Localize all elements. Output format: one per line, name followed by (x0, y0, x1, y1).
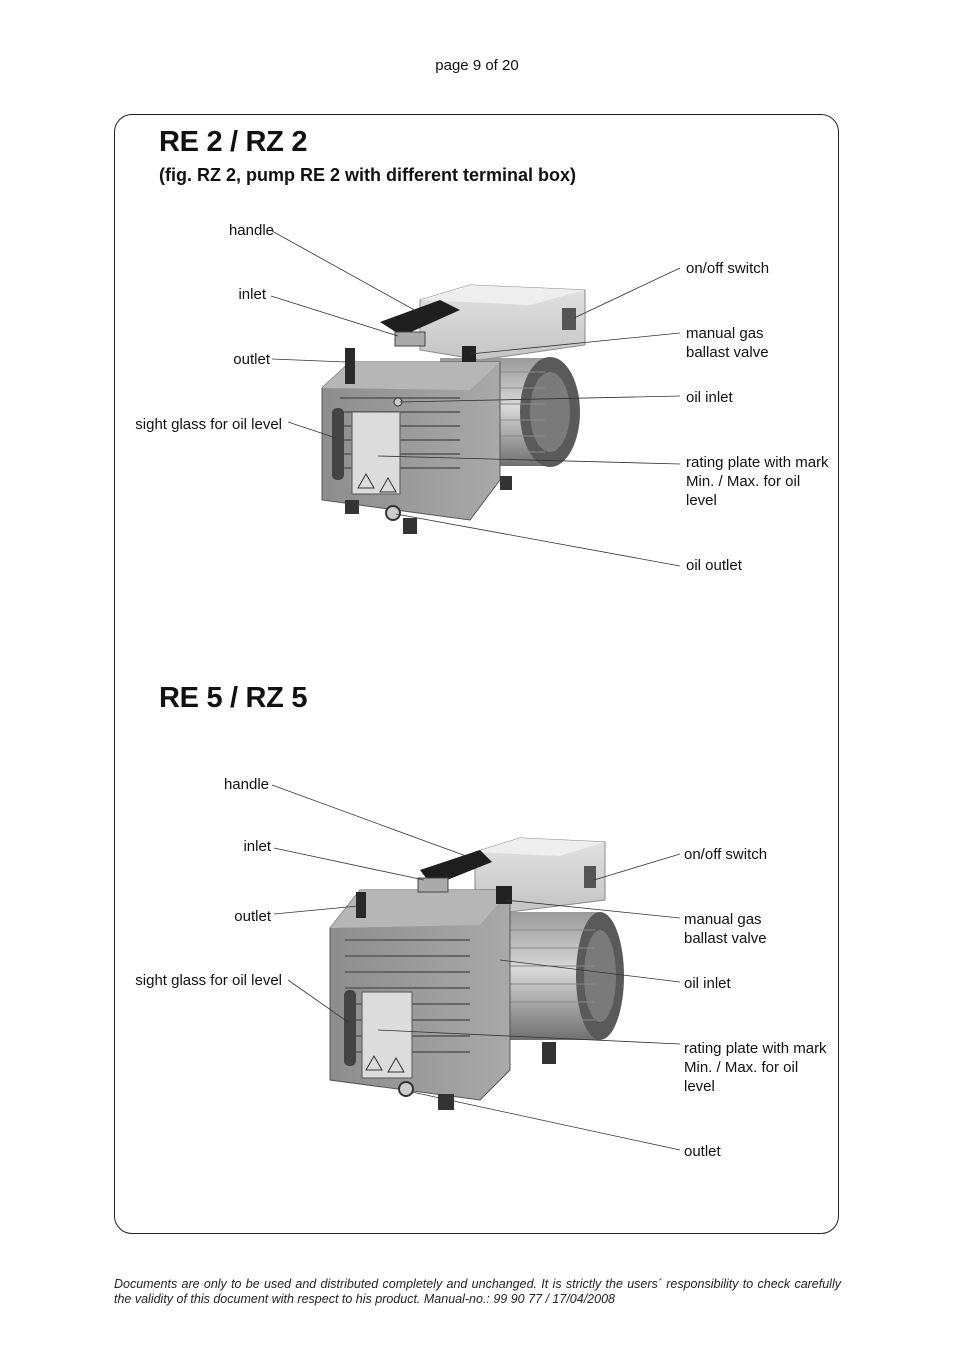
label-outlet: outlet (233, 351, 270, 368)
footer-notice: Documents are only to be used and distri… (114, 1277, 841, 1306)
label-inlet: inlet (238, 286, 266, 303)
label-rating-plate: rating plate with mark Min. / Max. for o… (686, 454, 829, 509)
label-oil-inlet: oil inlet (684, 975, 731, 992)
label-on-off-switch: on/off switch (686, 260, 770, 277)
page-number: page 9 of 20 (435, 57, 519, 74)
label-handle: handle (223, 776, 269, 793)
label-handle: handle (228, 222, 274, 239)
label-manual-gas-ballast: manual gas ballast valve (686, 325, 769, 361)
label-oil-outlet: oil outlet (686, 557, 742, 574)
label-oil-inlet: oil inlet (686, 389, 733, 406)
section-title-re5: RE 5 / RZ 5 (159, 682, 308, 714)
label-manual-gas-ballast: manual gas ballast valve (684, 911, 767, 947)
label-inlet: inlet (243, 838, 271, 855)
label-sight-glass: sight glass for oil level (135, 972, 282, 989)
label-on-off-switch: on/off switch (684, 846, 768, 863)
label-outlet: outlet (234, 908, 271, 925)
label-rating-plate: rating plate with mark Min. / Max. for o… (684, 1040, 827, 1095)
content-frame (114, 114, 839, 1234)
section-subtitle-re2: (fig. RZ 2, pump RE 2 with different ter… (159, 165, 577, 185)
label-sight-glass: sight glass for oil level (135, 416, 282, 433)
section-title-re2: RE 2 / RZ 2 (159, 126, 308, 158)
label-outlet-bottom: outlet (684, 1143, 721, 1160)
